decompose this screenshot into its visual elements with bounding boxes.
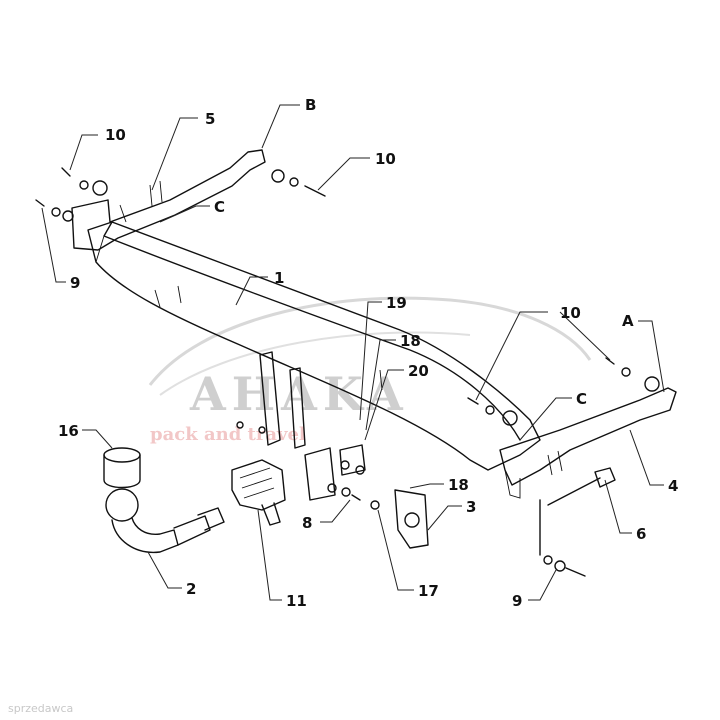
part-socket-plate (394, 489, 429, 549)
part-ball-cover (103, 447, 141, 489)
callout-labels: 10 5 B 10 C 9 1 19 10 A 18 20 C 16 4 18 … (58, 96, 678, 610)
callout-18: 18 (448, 476, 469, 494)
callout-8: 8 (302, 514, 312, 532)
callout-18: 18 (400, 332, 421, 350)
callout-1: 1 (274, 269, 284, 287)
callout-3: 3 (466, 498, 476, 516)
callout-6: 6 (636, 525, 646, 543)
part-left-bracket (71, 149, 266, 251)
callout-5: 5 (205, 110, 215, 128)
callout-9: 9 (70, 274, 80, 292)
callout-C: C (214, 198, 225, 216)
part-main-beam (87, 221, 541, 471)
callout-10: 10 (105, 126, 126, 144)
part-fasteners (35, 167, 660, 577)
leader-lines (41, 104, 665, 601)
callout-A: A (622, 312, 634, 330)
callout-9: 9 (512, 592, 522, 610)
watermark-brand: AHAKA (189, 367, 409, 421)
part-right-bracket (499, 387, 677, 499)
callout-19: 19 (386, 294, 407, 312)
watermark-tagline: pack and travel (150, 424, 306, 445)
callout-B: B (305, 96, 316, 114)
callout-C: C (576, 390, 587, 408)
callout-20: 20 (408, 362, 429, 380)
callout-11: 11 (286, 592, 307, 610)
part-rod (547, 467, 616, 506)
callout-2: 2 (186, 580, 196, 598)
watermark: AHAKA pack and travel (148, 296, 592, 445)
callout-10: 10 (560, 304, 581, 322)
footer-watermark: sprzedawca (8, 702, 73, 715)
part-electrical-socket (231, 459, 286, 526)
callout-10: 10 (375, 150, 396, 168)
callout-17: 17 (418, 582, 439, 600)
callout-4: 4 (668, 477, 678, 495)
part-ball-neck (105, 488, 225, 554)
callout-16: 16 (58, 422, 79, 440)
